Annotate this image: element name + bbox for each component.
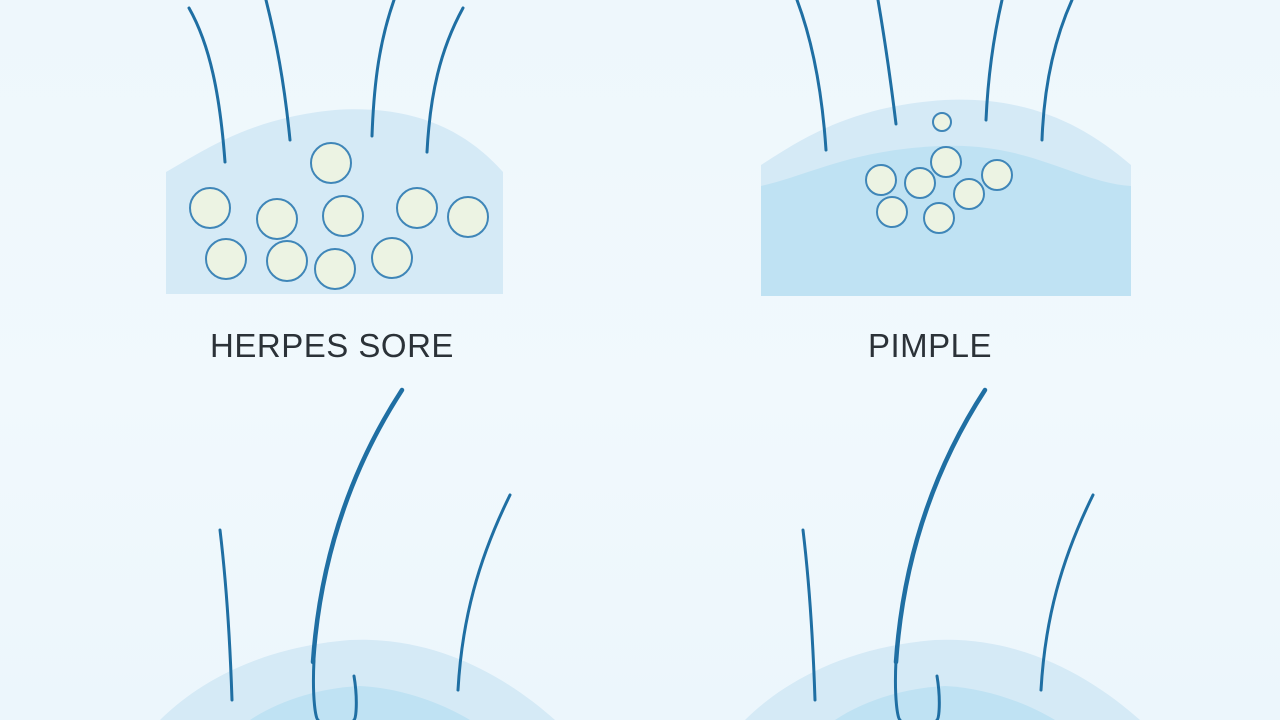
bottom-right-illustration [745, 387, 1140, 720]
pimple-illustration [761, 0, 1131, 297]
fluid-blister-icon [904, 167, 936, 199]
caption-pimple: PIMPLE [867, 327, 993, 364]
pimple-hair-group [795, 0, 1074, 152]
bottom-right-skin-inner [835, 686, 1055, 720]
hair-strand-icon [1039, 493, 1095, 692]
fluid-blister-icon [923, 202, 955, 234]
hair-strand-icon [801, 528, 817, 702]
pimple-bubble-group [865, 112, 1013, 234]
hair-follicle-icon [894, 658, 941, 720]
herpes-sore-illustration [166, 0, 503, 295]
hair-strand-icon [893, 387, 988, 665]
hair-strand-icon [1040, 0, 1074, 142]
bottom-left-skin-outer [160, 639, 555, 720]
hair-strand-icon [187, 6, 227, 164]
bottom-left-skin-inner [250, 686, 470, 720]
hair-follicle-icon [312, 658, 358, 720]
fluid-blister-icon [310, 142, 352, 184]
fluid-blister-icon [396, 187, 438, 229]
hair-strand-icon [876, 0, 898, 126]
bottom-left-illustration [160, 387, 555, 720]
fluid-blister-icon [189, 187, 231, 229]
fluid-blister-icon [930, 146, 962, 178]
hair-strand-icon [456, 493, 512, 692]
bottom-left-hair-group [218, 387, 512, 702]
hair-strand-icon [984, 0, 1004, 122]
herpes-blister-group [189, 142, 489, 290]
fluid-blister-icon [876, 196, 908, 228]
bottom-right-hair-group [801, 387, 1095, 702]
hair-strand-icon [218, 528, 234, 702]
bottom-right-skin-outer [745, 639, 1140, 720]
hair-strand-icon [264, 0, 292, 142]
fluid-blister-icon [371, 237, 413, 279]
caption-herpes-sore: HERPES SORE [210, 327, 454, 364]
hair-strand-icon [370, 0, 396, 138]
fluid-blister-icon [314, 248, 356, 290]
fluid-blister-icon [322, 195, 364, 237]
fluid-blister-icon [205, 238, 247, 280]
hair-strand-icon [425, 6, 465, 154]
hair-strand-icon [795, 0, 828, 152]
fluid-blister-icon [981, 159, 1013, 191]
fluid-blister-icon [865, 164, 897, 196]
fluid-blister-icon [256, 198, 298, 240]
hair-strand-icon [310, 387, 405, 665]
fluid-blister-icon [953, 178, 985, 210]
fluid-blister-icon [447, 196, 489, 238]
fluid-blister-icon [932, 112, 952, 132]
fluid-blister-icon [266, 240, 308, 282]
herpes-hair-group [187, 0, 465, 164]
